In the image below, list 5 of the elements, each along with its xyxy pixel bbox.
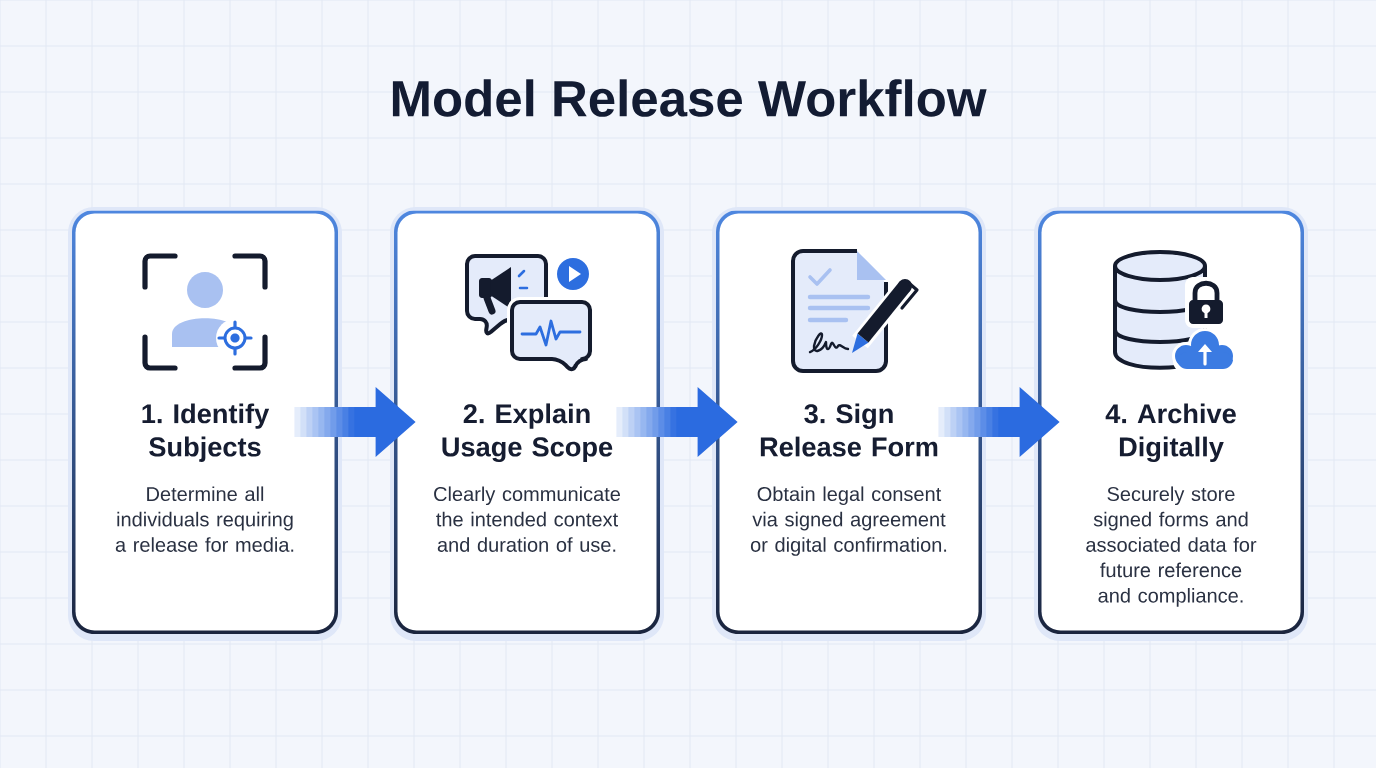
title: Model Release Workflow (392, 79, 987, 117)
arrow (616, 387, 738, 457)
arrow (294, 387, 416, 457)
arrow (938, 387, 1060, 457)
step-card: 1. Identify Subjects Determine all individuals requiring a release for media. (68, 207, 342, 641)
